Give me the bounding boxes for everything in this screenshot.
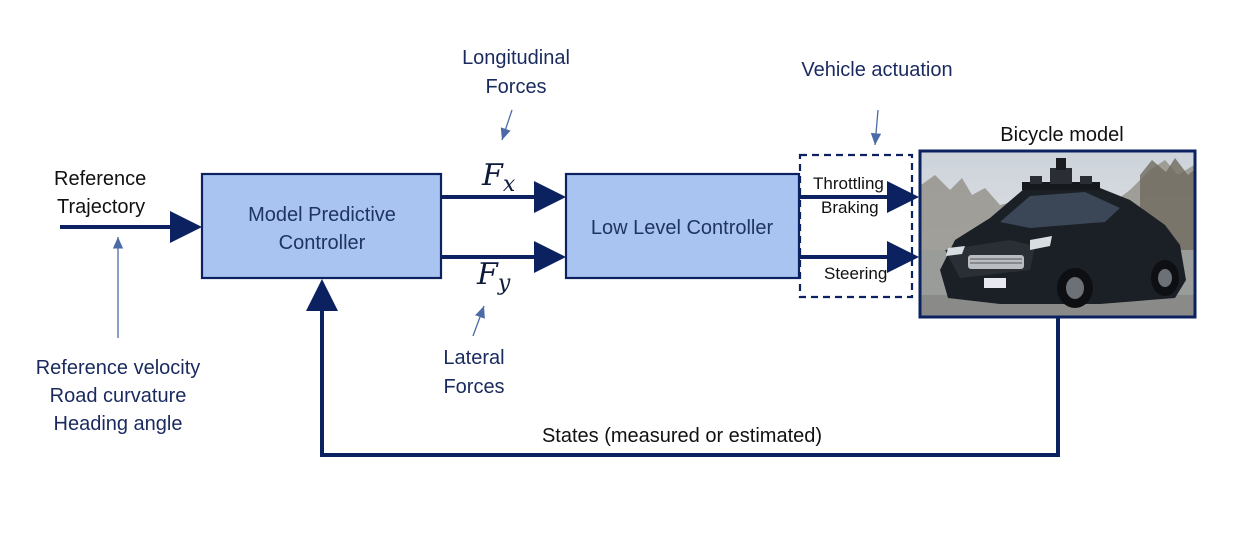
- input-label-line1: Reference: [54, 168, 146, 190]
- mpc-block: [200, 172, 443, 280]
- reference-velocity-label: Reference velocity: [36, 357, 201, 379]
- road-curvature-label: Road curvature: [50, 385, 187, 407]
- fx-symbol: Fx: [481, 158, 516, 197]
- feedback-label: States (measured or estimated): [542, 425, 822, 447]
- feedback-line: [306, 279, 1060, 457]
- plant-title: Bicycle model: [1000, 124, 1123, 146]
- fy-symbol: Fy: [476, 257, 511, 296]
- input-label-line2: Trajectory: [57, 196, 145, 218]
- lateral-forces-line2: Forces: [443, 376, 504, 398]
- braking-label: Braking: [821, 198, 879, 217]
- longitudinal-forces-line2: Forces: [485, 76, 546, 98]
- mpc-label-line1: Model Predictive: [248, 204, 396, 226]
- throttling-label: Throttling: [813, 174, 884, 193]
- mpc-label-line2: Controller: [279, 232, 366, 254]
- vehicle-photo: [921, 152, 1194, 316]
- heading-angle-label: Heading angle: [54, 413, 183, 435]
- llc-label: Low Level Controller: [591, 217, 774, 239]
- vehicle-actuation-label: Vehicle actuation: [801, 59, 952, 81]
- actuation-dashed-box: [798, 153, 914, 299]
- lateral-forces-arrow: [472, 305, 485, 337]
- plant-frame: [918, 149, 1197, 319]
- longitudinal-forces-line1: Longitudinal: [462, 47, 570, 69]
- llc-block: [564, 172, 801, 280]
- steering-label: Steering: [824, 264, 887, 283]
- longitudinal-forces-arrow: [500, 109, 513, 141]
- vehicle-actuation-arrow: [870, 109, 882, 146]
- lateral-forces-line1: Lateral: [443, 347, 504, 369]
